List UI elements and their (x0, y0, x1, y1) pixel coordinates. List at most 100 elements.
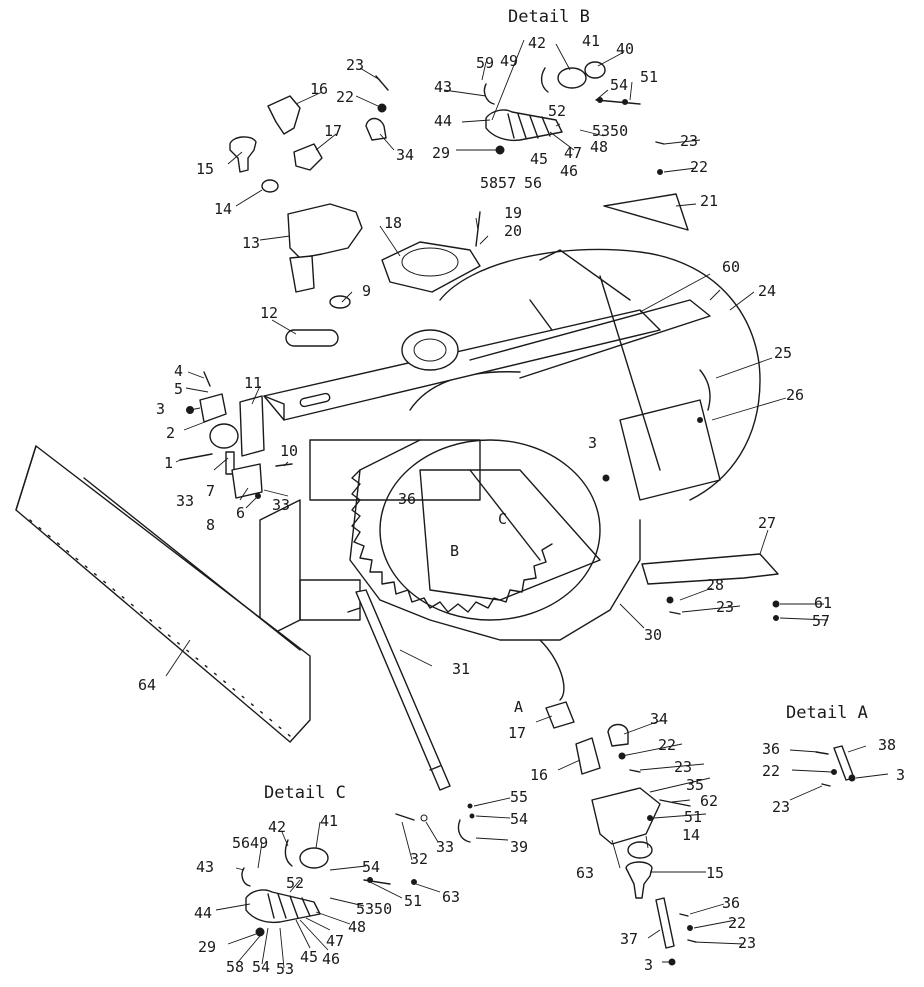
label-30: 30 (644, 626, 662, 644)
label-61: 61 (814, 594, 832, 612)
label-12: 12 (260, 304, 278, 322)
gear-assembly: C B A (259, 439, 641, 716)
frame-arm-vertical (539, 249, 661, 471)
fastener-3-center (602, 474, 610, 482)
label-22-bottom: 22 (658, 736, 676, 754)
block-17-top (293, 143, 323, 171)
gear-inner-circle (379, 439, 601, 621)
label-39: 39 (510, 838, 528, 856)
label-8: 8 (206, 516, 215, 534)
label-23-bottom-mid: 23 (674, 758, 692, 776)
label-64: 64 (138, 676, 156, 694)
label-58-c: 58 (226, 958, 244, 976)
view-letter-c: C (498, 510, 507, 528)
turntable-18-ring (401, 247, 459, 277)
label-41: 41 (582, 32, 600, 50)
detail-a-title: Detail A (786, 703, 868, 723)
bolt-4 (203, 371, 211, 387)
fastener-28 (666, 596, 674, 604)
bolt-23-right (655, 141, 665, 145)
label-1: 1 (164, 454, 173, 472)
main-frame (263, 248, 761, 501)
label-48-c: 48 (348, 918, 366, 936)
detail-a-washer (831, 769, 837, 775)
label-36-detail-a: 36 (762, 740, 780, 758)
label-5350-c: 5350 (356, 900, 392, 918)
plate-27 (641, 553, 779, 585)
bolt-1 (179, 453, 213, 461)
label-24: 24 (758, 282, 776, 300)
label-55: 55 (510, 788, 528, 806)
fastener-61 (772, 600, 780, 608)
plate-11 (239, 395, 265, 457)
outline-box-upper (309, 439, 481, 501)
center-box (419, 469, 601, 601)
label-20: 20 (504, 222, 522, 240)
main-beam-end (263, 395, 285, 421)
pivot-ring-inner (413, 338, 447, 362)
label-51: 51 (640, 68, 658, 86)
label-26: 26 (786, 386, 804, 404)
detail-a-nut (848, 774, 856, 782)
fastener-57 (773, 615, 779, 621)
label-45: 45 (530, 150, 548, 168)
label-49: 49 (500, 52, 518, 70)
detail-c-title: Detail C (264, 783, 346, 803)
detail-b-title: Detail B (508, 7, 590, 27)
outline-box-left (259, 499, 301, 641)
label-29-c: 29 (198, 938, 216, 956)
detail-b-bolt (595, 99, 641, 105)
label-23-top: 23 (346, 56, 364, 74)
label-63-bottom: 63 (576, 864, 594, 882)
label-18: 18 (384, 214, 402, 232)
label-36-bottom: 36 (722, 894, 740, 912)
bracket-13-leg (289, 255, 315, 293)
blade-64 (15, 445, 311, 743)
turntable-18 (381, 241, 481, 293)
fastener-22-bottom (687, 925, 693, 931)
detail-b-disc (584, 61, 606, 79)
bolt-23-top (375, 75, 389, 91)
label-47-c: 47 (326, 932, 344, 950)
label-25: 25 (774, 344, 792, 362)
detail-b-hinge-fingers (507, 113, 551, 139)
label-35: 35 (686, 776, 704, 794)
label-36-mid: 36 (398, 490, 416, 508)
pivot-ring (401, 329, 459, 371)
fastener-54-mid (469, 813, 475, 819)
latch-34-bottom (607, 723, 629, 747)
label-46-c: 46 (322, 950, 340, 968)
detail-b-spring (540, 67, 549, 93)
label-57-right: 57 (812, 612, 830, 630)
frame-arm-upper (469, 299, 711, 379)
frame-rod (529, 299, 553, 331)
label-33-bottom: 33 (436, 838, 454, 856)
bolt-23-mid (669, 611, 681, 615)
detail-c-hinge-fingers (267, 893, 311, 919)
hook-a (539, 639, 565, 701)
label-43-c: 43 (196, 858, 214, 876)
lower-right-hitch (545, 701, 697, 966)
label-9: 9 (362, 282, 371, 300)
label-42: 42 (528, 34, 546, 52)
view-letter-b: B (450, 542, 459, 560)
plate-21 (603, 193, 689, 231)
washer-14-bottom (627, 841, 653, 859)
detail-c-nut (255, 927, 265, 937)
label-38: 38 (878, 736, 896, 754)
detail-c-pin (367, 877, 373, 883)
label-47: 47 (564, 144, 582, 162)
fastener-63 (411, 879, 417, 885)
label-5649-c: 5649 (232, 834, 268, 852)
label-14: 14 (214, 200, 232, 218)
label-51-mid: 51 (684, 808, 702, 826)
label-17-bottom: 17 (508, 724, 526, 742)
label-23-detail-a: 23 (772, 798, 790, 816)
label-16-bottom: 16 (530, 766, 548, 784)
left-hitch-parts (179, 371, 293, 499)
detail-b-washer (557, 67, 587, 89)
label-52: 52 (548, 102, 566, 120)
upper-left-parts (229, 75, 689, 347)
